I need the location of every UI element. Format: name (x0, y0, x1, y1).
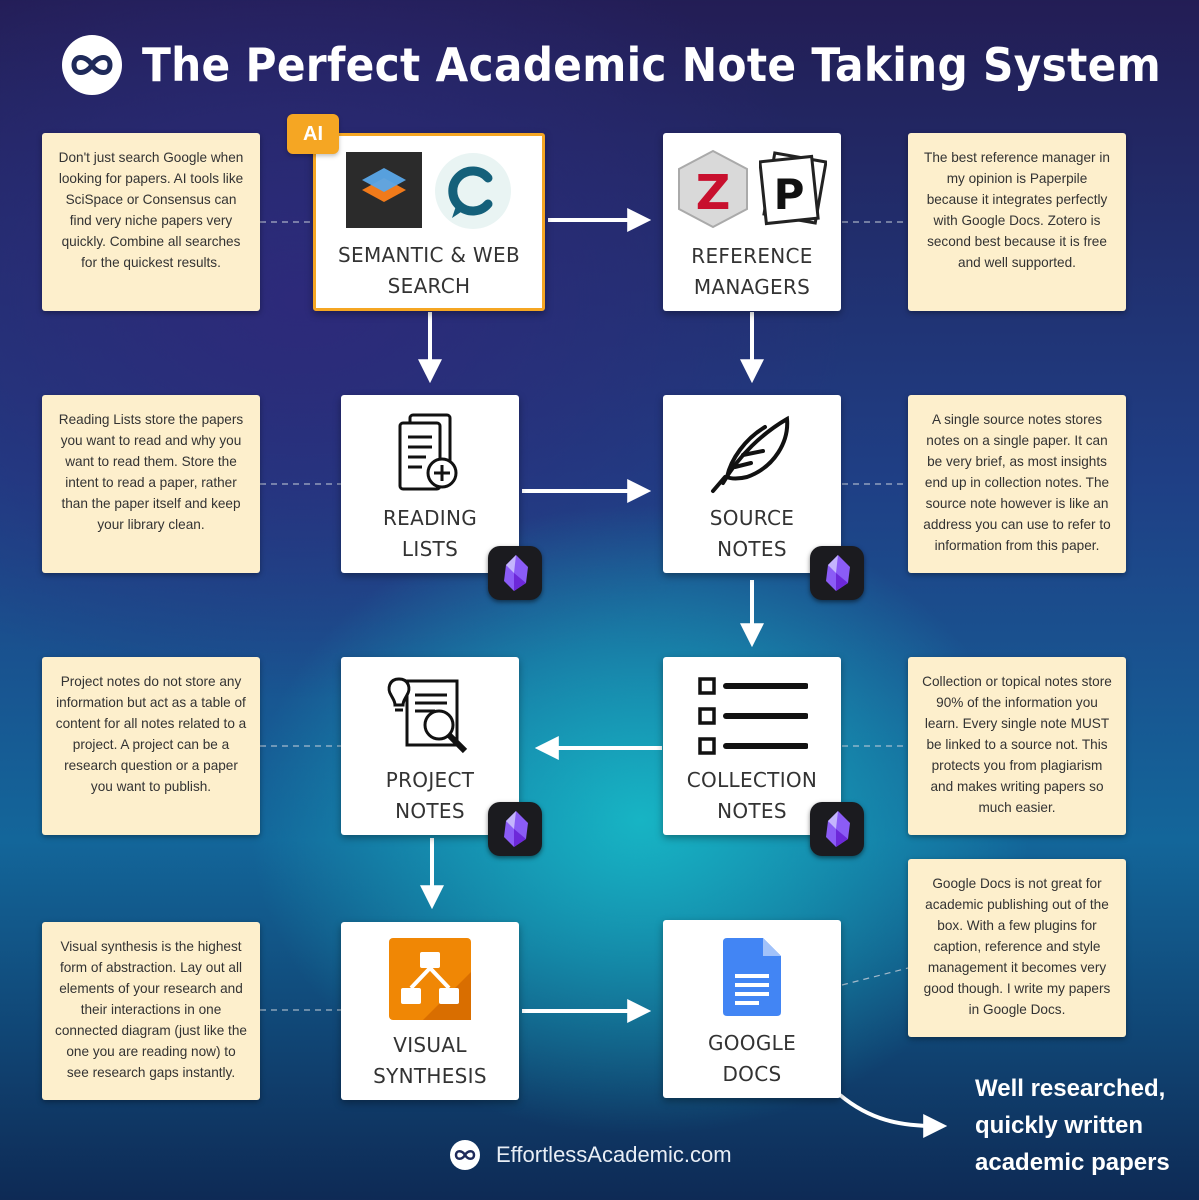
note-collection-notes: Collection or topical notes store 90% of… (908, 657, 1126, 835)
dash-connector (841, 967, 909, 986)
svg-text:Z: Z (696, 165, 731, 221)
note-project-notes: Project notes do not store any informati… (42, 657, 260, 835)
note-visual-synthesis: Visual synthesis is the highest form of … (42, 922, 260, 1100)
ai-badge: AI (287, 114, 339, 154)
note-semantic-search: Don't just search Google when looking fo… (42, 133, 260, 311)
footer: EffortlessAcademic.com (450, 1140, 732, 1170)
card-visual-synthesis: VISUAL SYNTHESIS (341, 922, 519, 1100)
card-label: VISUAL SYNTHESIS (373, 1033, 487, 1088)
card-label: READING LISTS (382, 506, 478, 561)
note-source-notes: A single source notes stores notes on a … (908, 395, 1126, 573)
card-reading-lists: READING LISTS (341, 395, 519, 573)
card-semantic-search: SEMANTIC & WEB SEARCH (313, 133, 545, 311)
infinity-logo-icon (62, 35, 122, 95)
quill-feather-icon (709, 411, 795, 500)
card-reference-managers: Z P REFERENCE MANAGERS (663, 133, 841, 311)
card-label: PROJECT NOTES (385, 768, 475, 823)
obsidian-icon (488, 546, 542, 600)
obsidian-icon (488, 802, 542, 856)
card-project-notes: PROJECT NOTES (341, 657, 519, 835)
page-title: The Perfect Academic Note Taking System (142, 38, 1161, 92)
card-google-docs: GOOGLE DOCS (663, 920, 841, 1098)
reading-list-icon (392, 411, 468, 498)
obsidian-icon (810, 546, 864, 600)
scispace-icon (346, 152, 422, 235)
outcome-text: Well researched, quickly written academi… (975, 1075, 1170, 1176)
card-label: SEMANTIC & WEB SEARCH (338, 243, 520, 298)
lightbulb-search-document-icon (385, 673, 475, 762)
card-label: GOOGLE DOCS (707, 1031, 797, 1086)
obsidian-icon (810, 802, 864, 856)
card-label: SOURCE NOTES (709, 506, 795, 561)
paperpile-icon: P (758, 149, 828, 234)
google-docs-icon (721, 936, 783, 1023)
diagram-app-icon (389, 938, 471, 1025)
note-reference-managers: The best reference manager in my opinion… (908, 133, 1126, 311)
card-collection-notes: COLLECTION NOTES (663, 657, 841, 835)
svg-text:P: P (774, 170, 805, 219)
footer-site-link[interactable]: EffortlessAcademic.com (496, 1142, 732, 1167)
zotero-icon: Z (677, 149, 749, 234)
header: The Perfect Academic Note Taking System (62, 30, 1199, 100)
note-google-docs: Google Docs is not great for academic pu… (908, 859, 1126, 1037)
card-label: REFERENCE MANAGERS (691, 244, 813, 299)
consensus-icon (434, 152, 512, 235)
card-source-notes: SOURCE NOTES (663, 395, 841, 573)
arrow-gdocs-to-outcome (838, 1093, 948, 1138)
checklist-icon (696, 675, 809, 760)
card-label: COLLECTION NOTES (686, 768, 818, 823)
infinity-logo-icon (450, 1140, 480, 1170)
note-reading-lists: Reading Lists store the papers you want … (42, 395, 260, 573)
